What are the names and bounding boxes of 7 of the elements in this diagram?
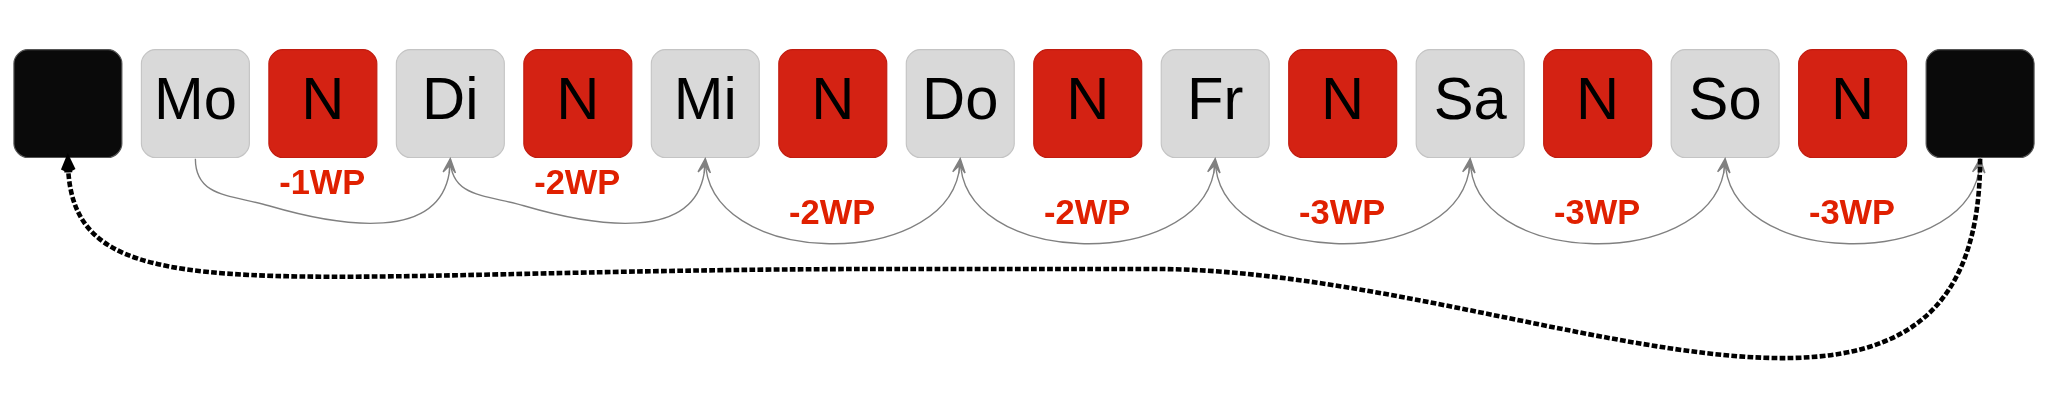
edge-label: -3WP <box>1808 192 1896 231</box>
edge-label: -2WP <box>534 162 621 201</box>
edge-label: -1WP <box>279 162 366 201</box>
edge-label: -2WP <box>789 192 876 231</box>
edge-label: -3WP <box>1299 192 1386 231</box>
edge-label: -3WP <box>1554 192 1641 231</box>
edge-label: -2WP <box>1044 192 1131 231</box>
